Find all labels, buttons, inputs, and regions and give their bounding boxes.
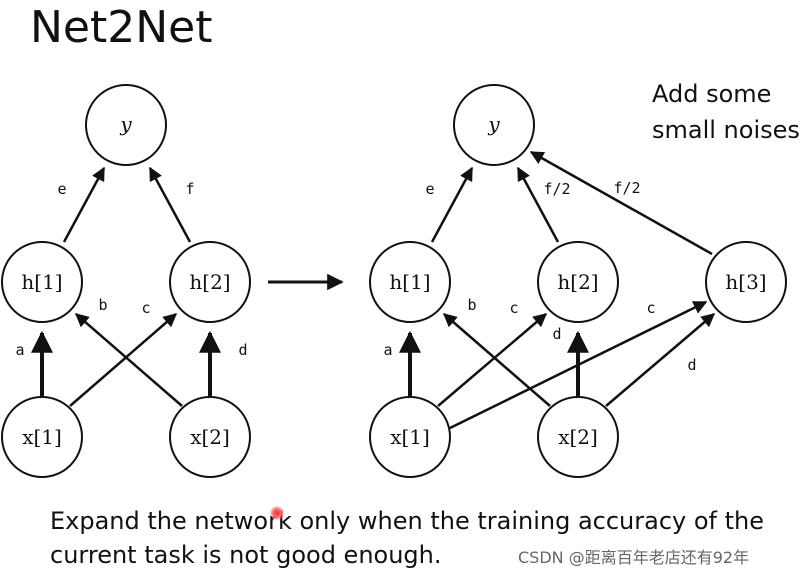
node-y-right <box>453 84 535 166</box>
weight-f2-b-right: f/2 <box>613 179 640 197</box>
watermark: CSDN @距离百年老店还有92年 <box>518 548 750 567</box>
noise-note: Add some small noises <box>652 76 800 148</box>
weight-e-right: e <box>425 180 434 198</box>
node-label-x1-left: x[1] <box>22 425 62 449</box>
node-label-x2-left: x[2] <box>190 425 230 449</box>
edge-h3-y-right <box>529 150 713 256</box>
edge-x2-h3-right <box>605 313 716 407</box>
weight-f-left: f <box>185 180 194 198</box>
caption-line-2: current task is not good enough. <box>50 541 442 569</box>
node-h3-right <box>705 241 787 323</box>
weight-b-left: b <box>98 296 107 314</box>
node-label-h1-right: h[1] <box>389 270 430 294</box>
noise-note-line-1: Add some <box>652 80 772 108</box>
edge-x1-h3-right <box>449 300 708 430</box>
noise-note-line-2: small noises <box>652 116 800 144</box>
caption: Expand the network only when the trainin… <box>50 504 764 572</box>
edge-x1-h2-right <box>437 313 548 407</box>
caption-line-1: Expand the network only when the trainin… <box>50 507 765 535</box>
weight-d2-right: d <box>687 356 696 374</box>
node-label-y-left: y <box>119 112 132 136</box>
weight-c-right: c <box>509 299 518 317</box>
node-h1-right <box>369 241 451 323</box>
node-h1-left <box>1 241 83 323</box>
edge-x2-h1-right <box>442 313 551 407</box>
weight-d-left: d <box>238 341 247 359</box>
node-label-h1-left: h[1] <box>21 270 62 294</box>
node-label-y-right: y <box>487 112 500 136</box>
node-x2-left <box>169 396 251 478</box>
node-h2-right <box>537 241 619 323</box>
edge-h1-y-left <box>62 166 106 243</box>
edge-h1-y-right <box>430 166 474 243</box>
node-label-x2-right: x[2] <box>558 425 598 449</box>
edge-h2-y-right <box>516 166 560 243</box>
edge-h2-y-left <box>148 166 192 243</box>
weight-c-left: c <box>141 299 150 317</box>
node-label-h2-left: h[2] <box>189 270 230 294</box>
node-x2-right <box>537 396 619 478</box>
weight-a-right: a <box>383 341 392 359</box>
node-x1-right <box>369 396 451 478</box>
weight-c2-right: c <box>646 299 655 317</box>
node-y-left <box>85 84 167 166</box>
node-label-h2-right: h[2] <box>557 270 598 294</box>
weight-b-right: b <box>467 296 476 314</box>
weight-e-left: e <box>57 180 66 198</box>
weight-f2-a-right: f/2 <box>543 180 570 198</box>
edge-x2-h1-left <box>74 313 183 407</box>
weight-d-right: d <box>552 325 561 343</box>
edge-x1-h2-left <box>69 313 178 407</box>
laser-pointer-dot <box>270 506 284 520</box>
node-x1-left <box>1 396 83 478</box>
weight-a-left: a <box>15 341 24 359</box>
node-label-h3-right: h[3] <box>725 270 766 294</box>
node-label-x1-right: x[1] <box>390 425 430 449</box>
slide-title: Net2Net <box>30 2 213 53</box>
node-h2-left <box>169 241 251 323</box>
